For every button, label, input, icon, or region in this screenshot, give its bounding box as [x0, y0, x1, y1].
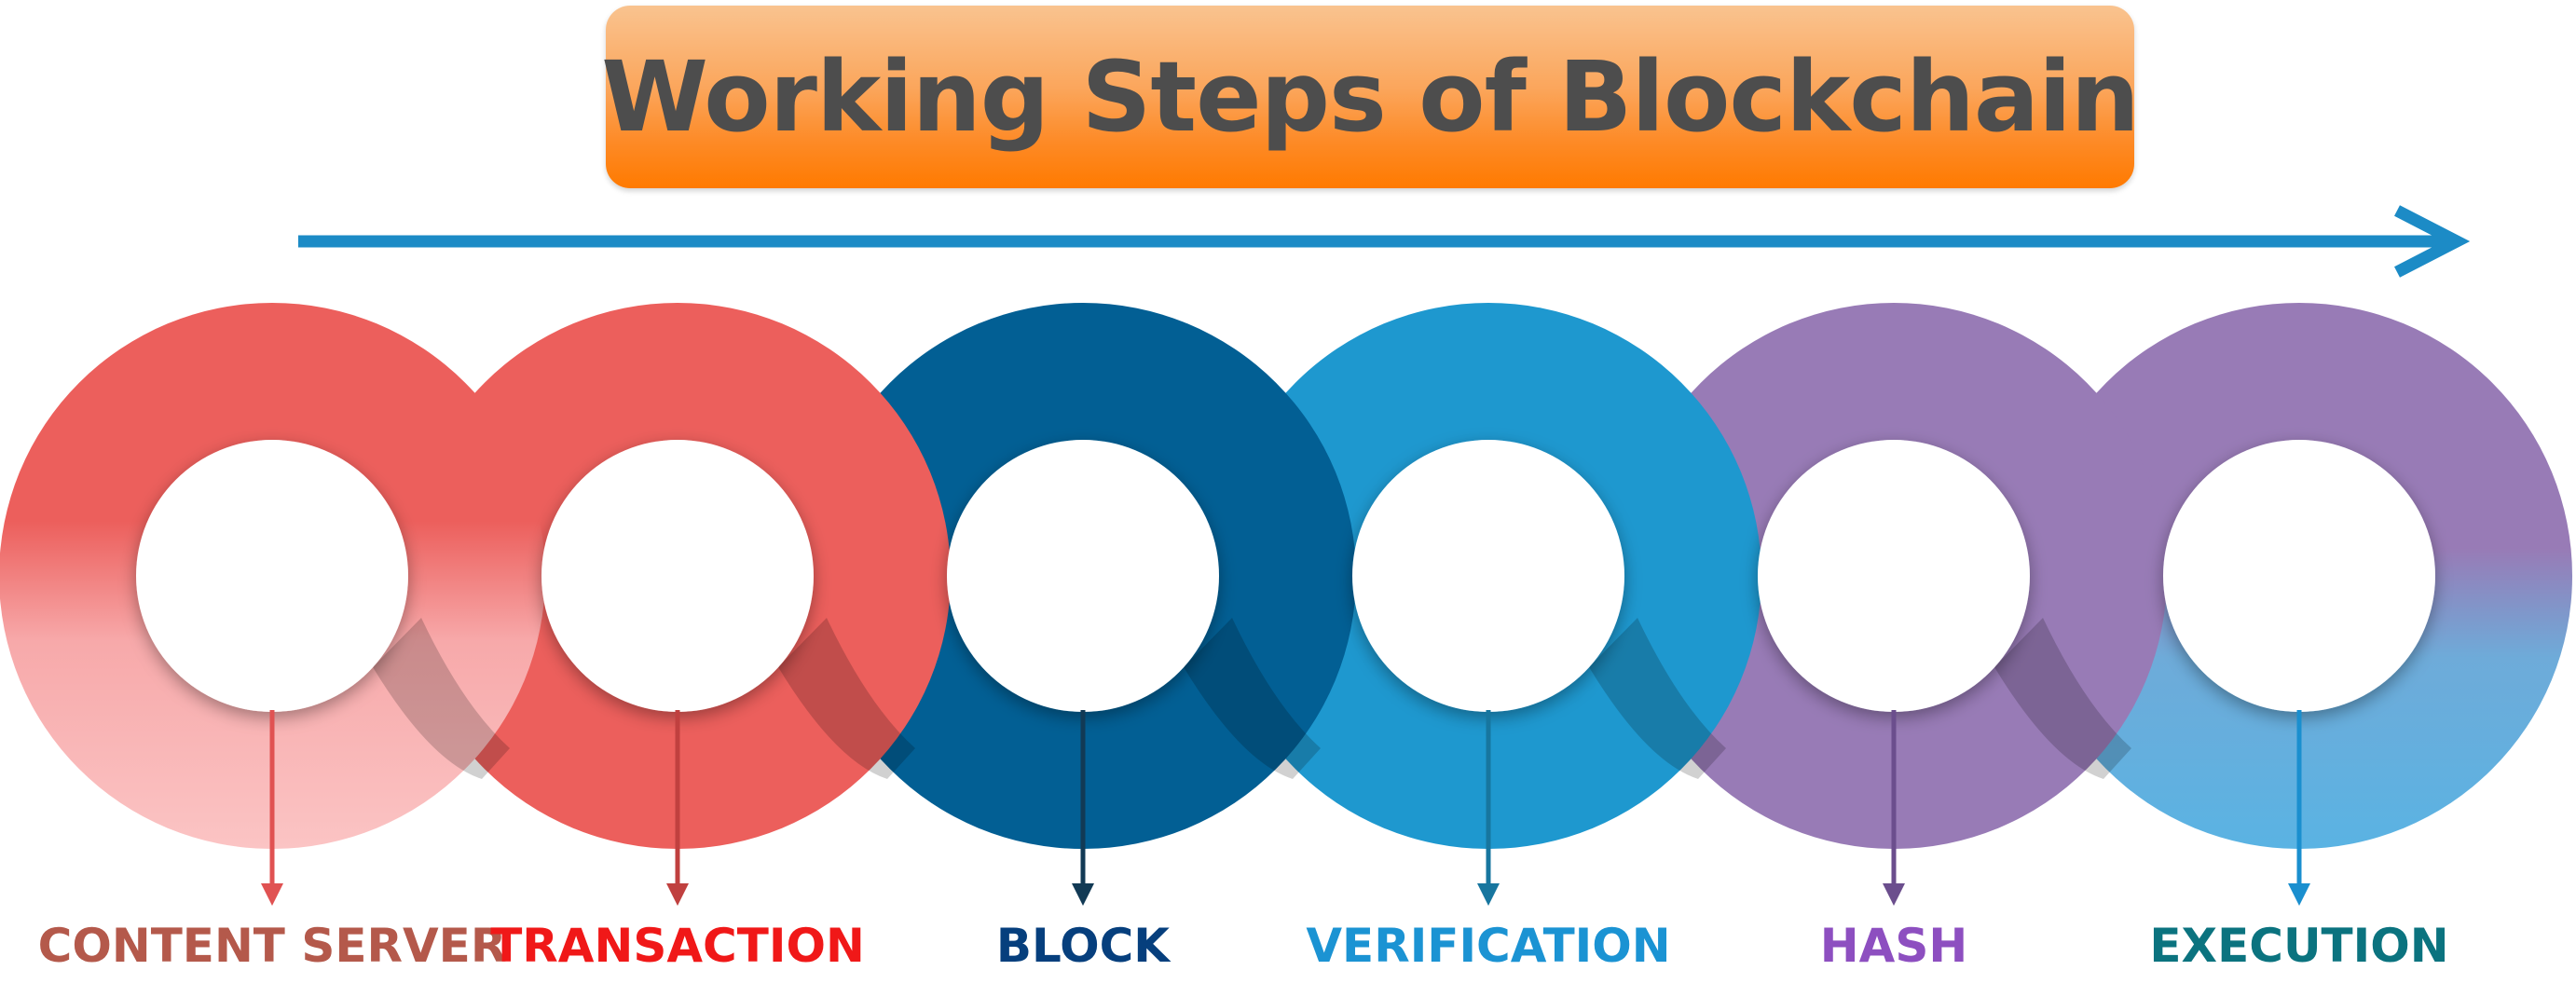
step-pointer-6 [2288, 710, 2310, 906]
ring-hole-2 [541, 440, 814, 712]
ring-hole-4 [1352, 440, 1624, 712]
step-pointer-2 [666, 710, 689, 906]
step-pointer-5 [1883, 710, 1905, 906]
page-title: Working Steps of Blockchain [601, 40, 2140, 154]
step-label-1: CONTENT SERVER [38, 919, 507, 973]
title-banner: Working Steps of Blockchain [601, 6, 2140, 188]
step-label-5: HASH [1820, 919, 1967, 973]
ring-hole-1 [136, 440, 408, 712]
ring-fold-shade-3 [1184, 618, 1321, 779]
ring-fold-shade-1 [373, 618, 510, 779]
holes-layer [136, 440, 2435, 712]
flow-arrow [298, 205, 2471, 278]
ring-hole-3 [947, 440, 1219, 712]
step-pointer-3 [1072, 710, 1094, 906]
ring-fold-shade-4 [1589, 618, 1726, 779]
step-pointer-1 [261, 710, 283, 906]
ring-fold-shade-5 [1994, 618, 2131, 779]
ring-fold-shade-2 [778, 618, 915, 779]
step-label-6: EXECUTION [2149, 919, 2448, 973]
rings-layer [0, 303, 2572, 849]
pointers-layer [261, 710, 2310, 906]
ring-hole-5 [1758, 440, 2030, 712]
ring-hole-6 [2163, 440, 2435, 712]
step-label-3: BLOCK [996, 919, 1172, 973]
step-label-2: TRANSACTION [490, 919, 865, 973]
step-label-4: VERIFICATION [1306, 919, 1670, 973]
step-pointer-4 [1477, 710, 1500, 906]
